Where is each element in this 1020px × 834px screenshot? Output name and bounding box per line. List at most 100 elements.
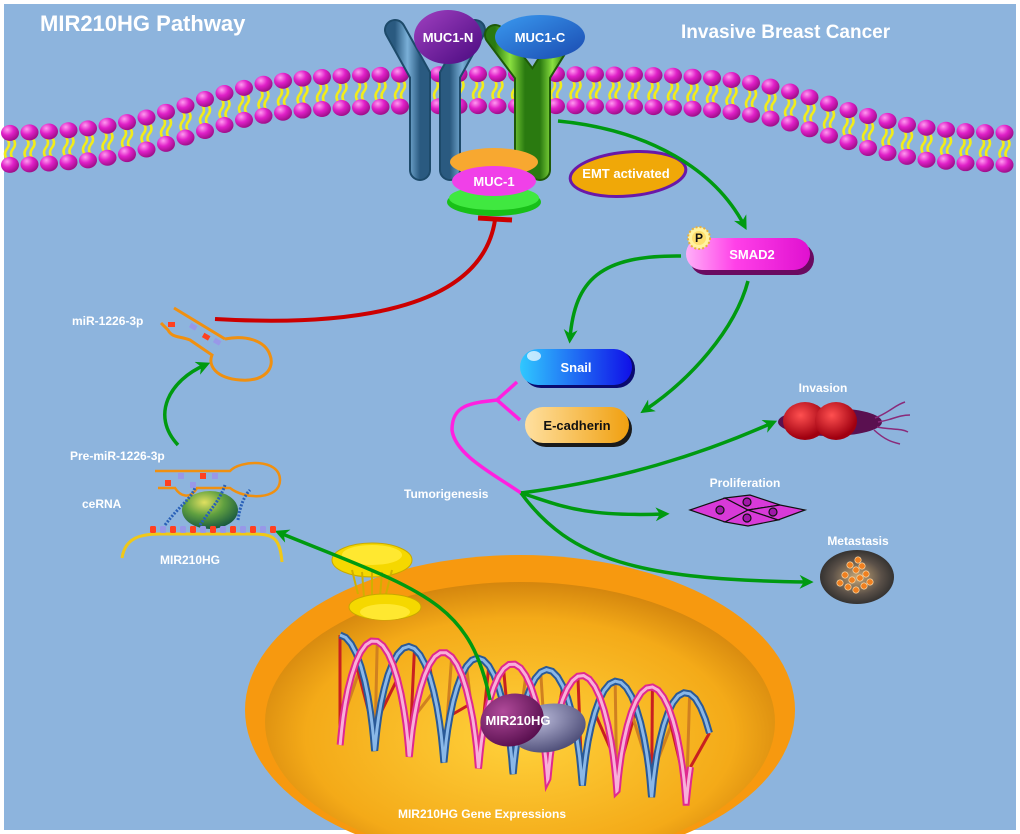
arrow-smad2-to-ecadherin [640, 280, 750, 414]
phospholipid [976, 124, 994, 173]
mir210hg-gene-complex: MIR210HG [480, 693, 586, 753]
phospholipid [293, 70, 312, 119]
arrow-premir-to-mir [163, 361, 211, 447]
phospholipid [254, 75, 273, 124]
phospholipid [98, 117, 117, 166]
phospholipid [820, 95, 838, 144]
arrow-gene-to-mir210hg [274, 529, 492, 701]
muc1-n-receptor: MUC1-N [384, 10, 486, 181]
metastasis-outcome: Metastasis [820, 534, 894, 604]
proliferation-cells-icon [688, 494, 808, 527]
ecadherin-label: E-cadherin [543, 418, 610, 433]
phospholipid [79, 120, 97, 169]
cerna-label: ceRNA [82, 497, 122, 511]
phospholipid [196, 91, 214, 140]
phospholipid [59, 122, 78, 171]
phospholipid [469, 66, 487, 115]
phospholipid [118, 114, 136, 163]
diagram-subtitle: Invasive Breast Cancer [681, 22, 891, 43]
phospholipid [274, 72, 292, 121]
cerna-complex: Pre-miR-1226-3p ceRNA MIR210HG [70, 449, 284, 567]
phospholipid [956, 123, 975, 172]
smad2-label: SMAD2 [729, 247, 775, 262]
smad2-node: SMAD2 P [686, 226, 814, 275]
invasion-label: Invasion [799, 381, 848, 395]
muc1-n-head [414, 10, 482, 64]
phospholipid [352, 67, 370, 116]
invasion-cell-icon [778, 401, 911, 445]
mir210hg-gene-label: MIR210HG [485, 713, 550, 728]
phospholipid [625, 66, 643, 115]
phospholipid [391, 66, 409, 115]
gene-expression-label: MIR210HG Gene Expressions [398, 807, 566, 821]
mir-1226-3p-hairpin: miR-1226-3p [72, 306, 273, 382]
phospholipid [761, 78, 780, 127]
arrow-tumorigenesis-to-metastasis [519, 491, 814, 589]
phospholipid [839, 102, 858, 151]
phospholipid [995, 124, 1014, 173]
phospholipid [878, 112, 897, 161]
phospholipid [722, 72, 741, 121]
base-pair [689, 732, 711, 768]
emt-label: EMT activated [582, 166, 669, 181]
inhibition-mir-to-muc1 [214, 215, 513, 323]
ecadherin-node: E-cadherin [525, 407, 632, 447]
phospholipid [137, 109, 156, 158]
phospholipid [917, 119, 936, 168]
muc1-label: MUC-1 [473, 174, 514, 189]
mir210hg-rna-label: MIR210HG [160, 553, 220, 567]
phospholipid [898, 116, 916, 165]
pre-mir-1226-label: Pre-miR-1226-3p [70, 449, 165, 463]
phospholipid [566, 66, 585, 115]
phospholipid [937, 121, 955, 170]
snail-node: Snail [520, 349, 635, 388]
dna-helix [336, 631, 713, 806]
phospholipid [20, 124, 39, 173]
metastasis-tumor-icon [820, 550, 894, 604]
phospholipid [313, 69, 331, 118]
phospholipid [703, 70, 721, 119]
phospholipid [644, 67, 663, 116]
arrow-smad2-to-snail [563, 254, 682, 344]
phospholipid [332, 68, 351, 117]
phospholipid [586, 66, 604, 115]
muc1-c-receptor: MUC1-C [484, 15, 585, 181]
arrow-tumorigenesis-to-invasion [520, 420, 778, 495]
muc1-complex: MUC-1 [447, 148, 541, 216]
nuclear-pore-icon [331, 542, 422, 621]
snail-label: Snail [560, 360, 591, 375]
phospholipid [664, 67, 682, 116]
phospholipid [40, 123, 58, 172]
phospholipid [235, 79, 253, 128]
arrow-muc1c-to-smad2 [557, 119, 747, 230]
phospholipid [781, 83, 799, 132]
link-snail-ecadherin-to-tumorigenesis [450, 380, 522, 495]
phospholipid [742, 74, 760, 123]
proliferation-outcome: Proliferation [688, 476, 808, 527]
metastasis-label: Metastasis [827, 534, 889, 548]
invasion-outcome: Invasion [778, 381, 911, 445]
diagram-title: MIR210HG Pathway [40, 11, 246, 36]
phospholipid [1, 124, 19, 173]
tumorigenesis-label: Tumorigenesis [404, 487, 489, 501]
muc1-n-label: MUC1-N [423, 30, 474, 45]
phospholipid [859, 107, 877, 156]
arrow-tumorigenesis-to-proliferation [520, 491, 670, 522]
phospholipid [215, 85, 234, 134]
phospholipid [488, 66, 507, 115]
phospholipid [176, 97, 195, 146]
mir-1226-label: miR-1226-3p [72, 314, 143, 328]
phospholipid [157, 103, 175, 152]
phospholipid [371, 66, 390, 115]
phosphate-label: P [695, 231, 703, 245]
phospholipid [605, 66, 624, 115]
muc1-c-head [495, 15, 585, 59]
emt-activated-node: EMT activated [568, 150, 688, 198]
phosphate-icon: P [687, 226, 711, 250]
proliferation-label: Proliferation [710, 476, 781, 490]
phospholipid [683, 68, 702, 117]
phospholipid [547, 66, 565, 115]
muc1-c-label: MUC1-C [515, 30, 566, 45]
